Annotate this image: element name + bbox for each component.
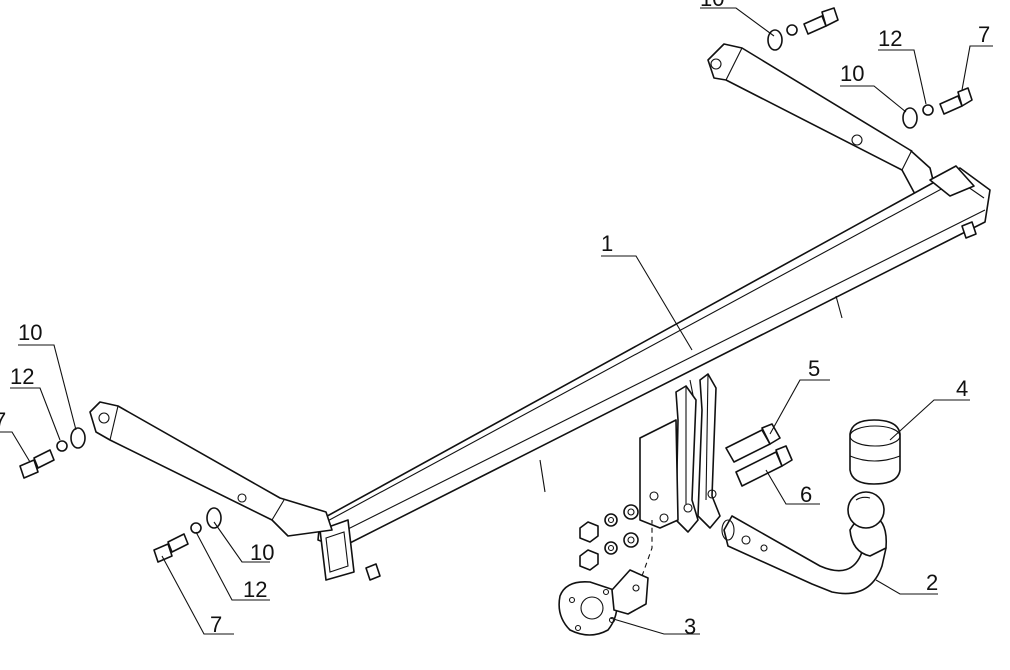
callout-labels: 1 2 3 4 5 6 10 10 12 7 10 12 7 10 12 7	[0, 0, 990, 639]
ball-cap-part-4	[849, 419, 901, 485]
callout-7-top: 7	[978, 22, 990, 47]
callout-12-top-right: 12	[878, 26, 902, 51]
callout-1: 1	[601, 231, 613, 256]
main-crossbar-part-1	[89, 43, 991, 581]
callout-12-left: 12	[10, 364, 34, 389]
bolt-part-6	[735, 445, 793, 487]
callout-10-left: 10	[18, 320, 42, 345]
callout-10-bottom: 10	[250, 540, 274, 565]
leader-lines	[0, 7, 993, 635]
callout-4: 4	[956, 376, 968, 401]
hardware-bottom-left	[153, 507, 222, 563]
callout-5: 5	[808, 356, 820, 381]
callout-6: 6	[800, 482, 812, 507]
callout-7-bottom: 7	[210, 612, 222, 637]
callout-10-top-cut: 10	[700, 0, 724, 11]
callout-7-left: 7	[0, 408, 6, 433]
socket-plate-part-3	[558, 520, 653, 636]
callout-2: 2	[926, 570, 938, 595]
hardware-top-right	[902, 87, 973, 129]
callout-12-bottom: 12	[243, 577, 267, 602]
callout-10-top-right: 10	[840, 61, 864, 86]
ball-arm-part-2	[721, 491, 888, 595]
hardware-top-cut	[767, 7, 839, 51]
bolt-part-5	[725, 423, 781, 463]
hardware-left	[19, 427, 86, 479]
nut-washer-set	[579, 504, 639, 571]
callout-3: 3	[684, 614, 696, 639]
